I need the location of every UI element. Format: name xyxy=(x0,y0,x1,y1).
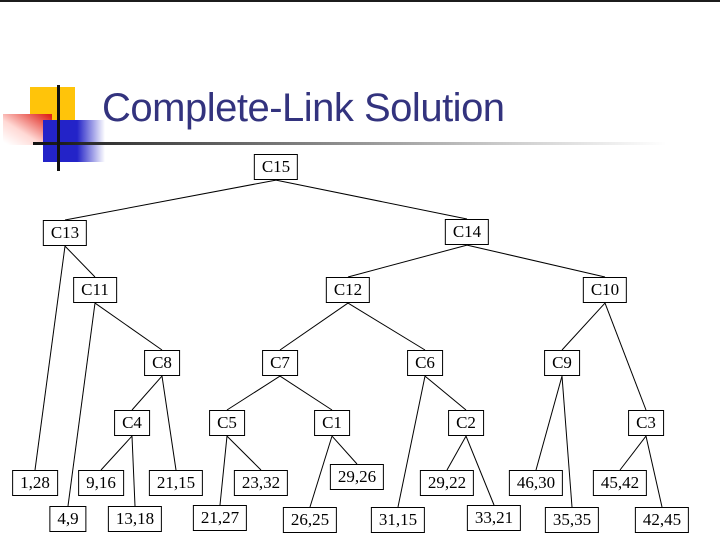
tree-node-c9: C9 xyxy=(544,350,580,377)
tree-leaf-21-27: 21,27 xyxy=(192,505,248,532)
tree-leaf-31-15: 31,15 xyxy=(370,507,426,534)
slide-title: Complete-Link Solution xyxy=(102,86,505,130)
tree-leaf-42-45: 42,45 xyxy=(634,507,690,534)
tree-leaf-45-42: 45,42 xyxy=(592,470,648,497)
title-underline-rule xyxy=(33,142,693,145)
tree-node-c12: C12 xyxy=(325,277,371,304)
logo-vertical-line xyxy=(57,85,60,171)
tree-node-c7: C7 xyxy=(262,350,298,377)
tree-node-c10: C10 xyxy=(582,277,628,304)
tree-node-c5: C5 xyxy=(209,410,245,437)
tree-node-c4: C4 xyxy=(114,410,150,437)
tree-leaf-4-9: 4,9 xyxy=(49,506,87,533)
tree-leaf-33-21: 33,21 xyxy=(466,505,522,532)
tree-node-c13: C13 xyxy=(42,220,88,247)
tree-node-c14: C14 xyxy=(444,219,490,246)
logo-blue-square xyxy=(43,120,105,162)
tree-leaf-9-16: 9,16 xyxy=(78,470,124,497)
tree-leaf-13-18: 13,18 xyxy=(107,506,163,533)
tree-node-c8: C8 xyxy=(144,350,180,377)
tree-node-c2: C2 xyxy=(448,410,484,437)
tree-leaf-35-35: 35,35 xyxy=(544,507,600,534)
tree-leaf-46-30: 46,30 xyxy=(508,470,564,497)
tree-leaf-23-32: 23,32 xyxy=(233,470,289,497)
tree-leaf-29-22: 29,22 xyxy=(419,470,475,497)
tree-leaf-26-25: 26,25 xyxy=(282,507,338,534)
tree-node-c3: C3 xyxy=(628,410,664,437)
tree-leaf-29-26: 29,26 xyxy=(329,464,385,491)
tree-node-c6: C6 xyxy=(407,350,443,377)
tree-node-c15: C15 xyxy=(253,154,299,181)
tree-leaf-21-15: 21,15 xyxy=(148,470,204,497)
tree-leaf-1-28: 1,28 xyxy=(12,470,58,497)
tree-node-c11: C11 xyxy=(73,277,117,304)
tree-node-c1: C1 xyxy=(314,410,350,437)
